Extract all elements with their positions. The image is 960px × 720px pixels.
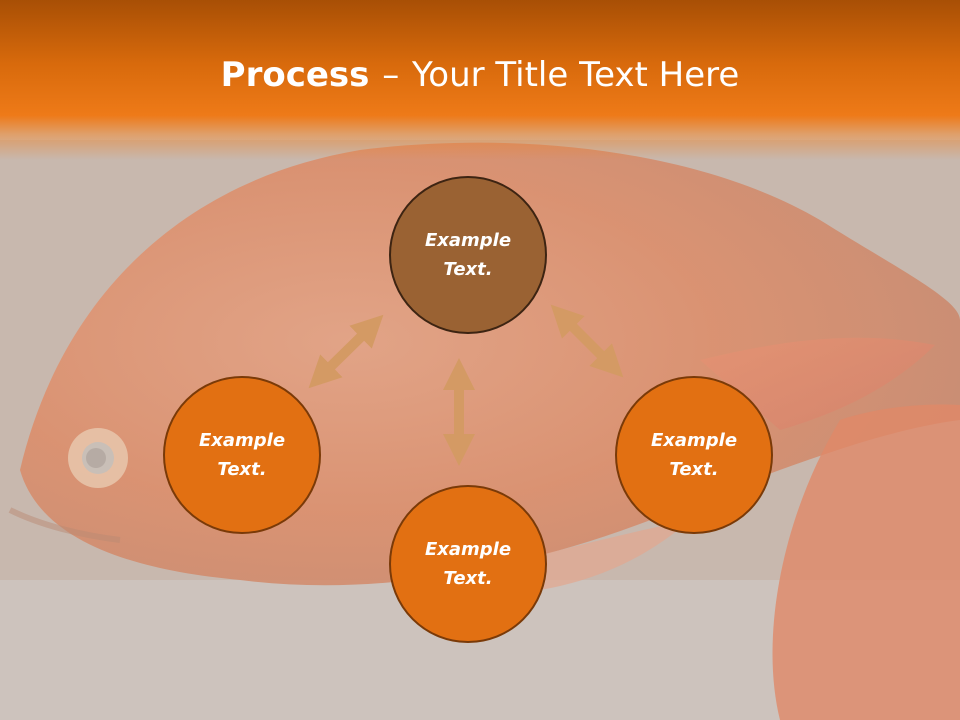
- title-text: Your Title Text Here: [412, 55, 740, 95]
- arrow-top-right: [550, 304, 624, 378]
- title-bar: [0, 0, 960, 160]
- fish-fin-shape: [700, 337, 935, 430]
- process-node-top: Example Text.: [389, 176, 547, 334]
- second-fish-shape: [772, 404, 960, 720]
- process-node-bottom: Example Text.: [389, 485, 547, 643]
- arrow-top-left: [308, 314, 384, 389]
- fish-lower-fin-shape: [520, 520, 690, 590]
- title-separator: –: [382, 55, 400, 95]
- node-label: Example Text.: [198, 430, 286, 480]
- slide-title: Process – Your Title Text Here: [0, 52, 960, 98]
- node-label: Example Text.: [650, 430, 738, 480]
- process-node-right: Example Text.: [615, 376, 773, 534]
- node-label: Example Text.: [424, 230, 512, 280]
- title-bold-word: Process: [220, 55, 370, 95]
- node-label: Example Text.: [424, 539, 512, 589]
- process-node-left: Example Text.: [163, 376, 321, 534]
